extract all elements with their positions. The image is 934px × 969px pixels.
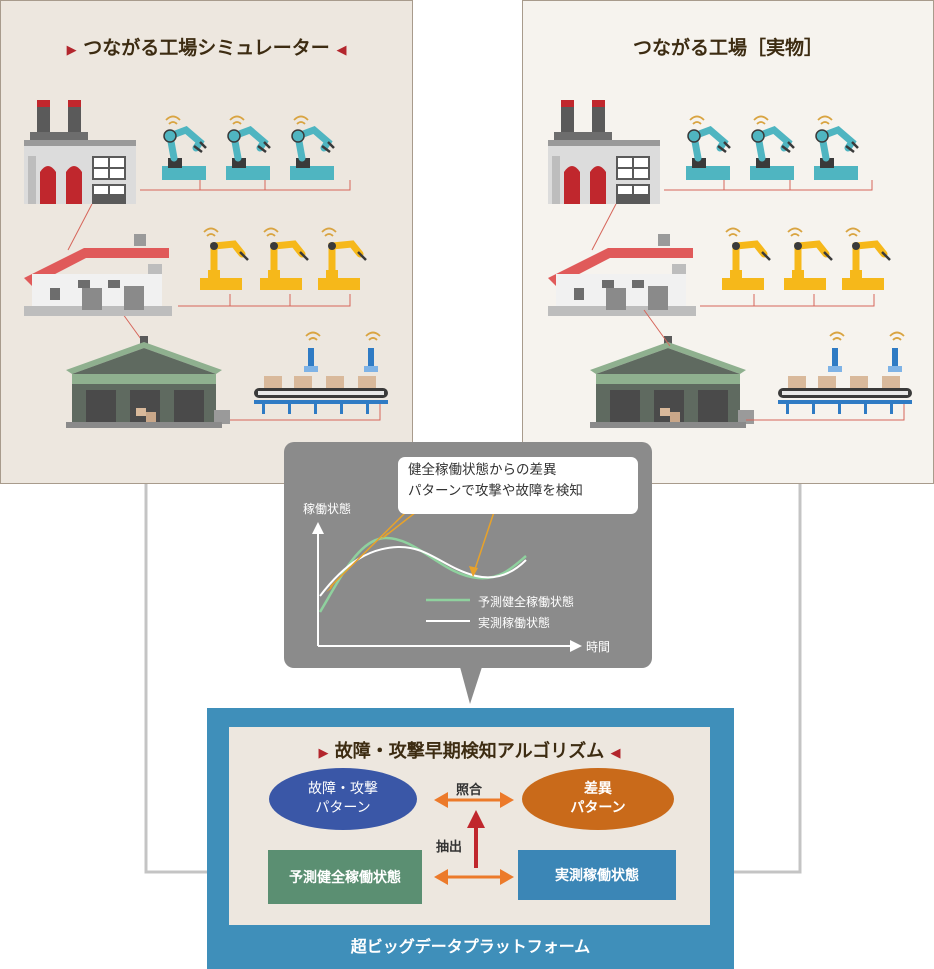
callout-pointer-2 [383, 511, 417, 538]
chart-callout: 健全稼働状態からの差異 パターンで攻撃や故障を検知 [398, 457, 638, 514]
compare-arrow-right-head [500, 792, 514, 808]
triangle-right-icon: ▶ [66, 43, 77, 58]
legend-predicted-label: 予測健全稼働状態 [478, 595, 575, 609]
diff-pattern-line-1: 差異 [584, 781, 612, 798]
legend-actual-label: 実測稼働状態 [478, 616, 551, 630]
y-axis-arrowhead [312, 522, 324, 534]
fault-pattern-line-2: パターン [315, 800, 371, 816]
x-axis-arrowhead [570, 640, 582, 652]
callout-line-2: パターンで攻撃や故障を検知 [408, 482, 583, 499]
diff-pattern-line-2: パターン [570, 800, 626, 816]
measured-state-box: 実測稼働状態 [518, 850, 676, 900]
extract-arrow-head [467, 810, 485, 828]
extract-label: 抽出 [436, 840, 463, 855]
chart-x-label: 時間 [586, 640, 611, 654]
simulator-title-row: ▶ つながる工場シミュレーター ◀ [1, 33, 412, 60]
algorithm-title: 故障・攻撃早期検知アルゴリズム [334, 741, 605, 762]
compare-arrow-left-head [434, 792, 448, 808]
link-arrow-left-head [434, 869, 448, 885]
predicted-healthy-state-box: 予測健全稼働状態 [268, 850, 422, 904]
callout-pointer-3 [473, 511, 495, 573]
callout-pointer-1-head [326, 584, 334, 592]
triangle-left-icon: ◀ [610, 746, 621, 761]
callout-pointer-1 [329, 511, 407, 588]
fault-attack-pattern-ellipse: 故障・攻撃 パターン [269, 768, 417, 830]
fault-pattern-line-1: 故障・攻撃 [308, 781, 378, 798]
link-arrow-right-head [500, 869, 514, 885]
physical-title: つながる工場［実物］ [632, 37, 823, 59]
algorithm-title-row: ▶ 故障・攻撃早期検知アルゴリズム ◀ [229, 737, 710, 763]
callout-pointer-2-head [380, 532, 388, 540]
callout-line-1: 健全稼働状態からの差異 [408, 462, 557, 478]
compare-label: 照合 [456, 783, 483, 798]
triangle-left-icon: ◀ [336, 43, 347, 58]
triangle-right-icon: ▶ [318, 746, 329, 761]
chart-y-label: 稼働状態 [303, 502, 352, 516]
simulator-title: つながる工場シミュレーター [83, 37, 330, 59]
difference-pattern-ellipse: 差異 パターン [522, 768, 674, 830]
callout-pointer-3-head [469, 566, 478, 577]
platform-title: 超ビッグデータプラットフォーム [350, 937, 591, 956]
